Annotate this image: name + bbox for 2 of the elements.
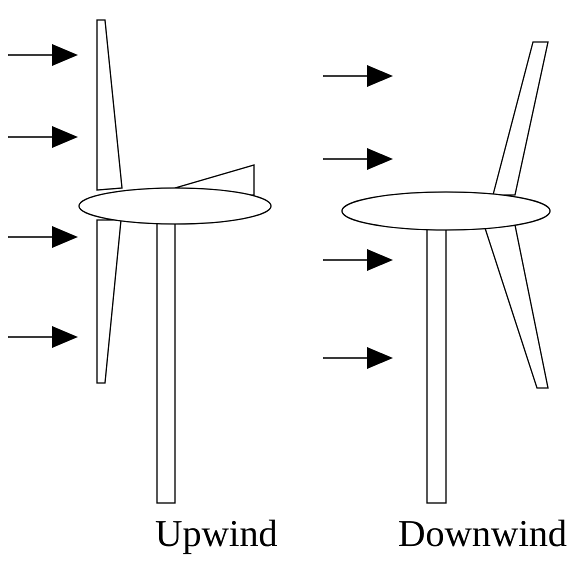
turbine-caption: Upwind [155, 514, 278, 554]
turbine-caption: Downwind [398, 514, 567, 554]
